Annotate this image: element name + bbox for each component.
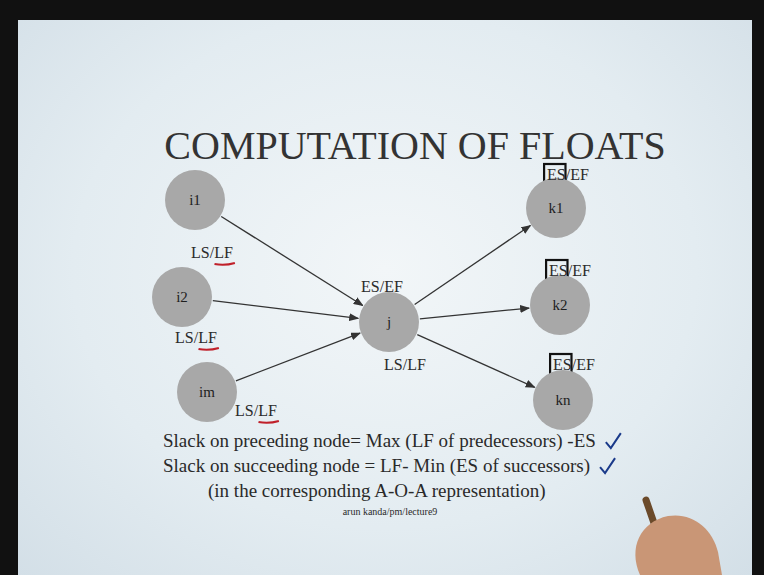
check-mark xyxy=(600,458,615,473)
node-label: k2 xyxy=(553,297,568,314)
activity-circle: k1 xyxy=(526,178,586,238)
node-label: im xyxy=(199,384,215,401)
time-label: LS/LF xyxy=(235,402,277,420)
precedence-arrow xyxy=(415,225,531,304)
red-underline xyxy=(215,263,235,265)
node-label: j xyxy=(387,314,391,331)
node-label: k1 xyxy=(549,200,564,217)
formula-note: (in the corresponding A-O-A representati… xyxy=(208,480,546,502)
precedence-arrow xyxy=(417,335,534,388)
hand xyxy=(635,515,722,575)
time-label: ES/EF xyxy=(553,356,595,374)
check-mark xyxy=(606,433,621,448)
precedence-arrow xyxy=(420,308,529,319)
activity-circle: kn xyxy=(533,370,593,430)
time-label: LS/LF xyxy=(384,356,426,374)
precedence-arrow xyxy=(221,217,363,306)
activity-circle: i1 xyxy=(165,170,225,230)
time-label: ES/EF xyxy=(549,262,591,280)
precedence-arrow xyxy=(236,333,360,381)
red-underline xyxy=(259,421,279,423)
node-label: kn xyxy=(556,392,571,409)
time-label: LS/LF xyxy=(191,244,233,262)
time-label: ES/EF xyxy=(361,278,403,296)
formula-note: Slack on preceding node= Max (LF of pred… xyxy=(163,430,596,452)
time-label: ES/EF xyxy=(547,166,589,184)
precedence-arrow xyxy=(213,301,358,319)
slide-title: COMPUTATION OF FLOATS xyxy=(164,122,665,169)
footer-note: arun kanda/pm/lecture9 xyxy=(343,506,438,517)
activity-circle: k2 xyxy=(530,275,590,335)
time-label: LS/LF xyxy=(175,329,217,347)
activity-circle: im xyxy=(177,362,237,422)
formula-note: Slack on succeeding node = LF- Min (ES o… xyxy=(163,455,590,477)
activity-circle: j xyxy=(359,292,419,352)
red-underline xyxy=(199,348,219,350)
activity-circle: i2 xyxy=(152,267,212,327)
node-label: i2 xyxy=(176,289,188,306)
node-label: i1 xyxy=(189,192,201,209)
